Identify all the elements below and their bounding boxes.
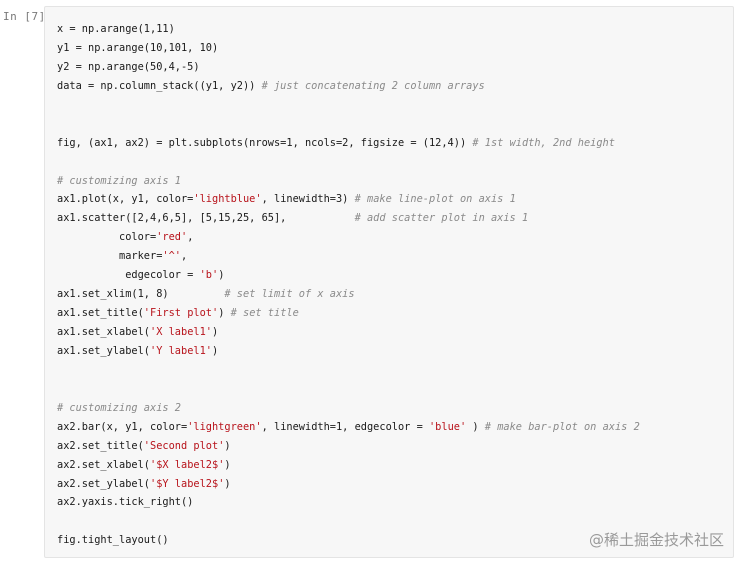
code-line: x = np.arange(1,11) xyxy=(57,20,640,39)
code-line: # customizing axis 1 xyxy=(57,172,640,191)
code-string: 'Second plot' xyxy=(143,439,225,452)
code-text: , xyxy=(181,250,188,263)
code-text: color= xyxy=(57,231,157,244)
code-text: ax1.set_ylabel( xyxy=(57,344,150,357)
code-line: y2 = np.arange(50,4,-5) xyxy=(57,58,640,77)
code-text: data = np.column_stack((y1, y2)) xyxy=(57,79,262,92)
code-text: ax2.set_ylabel( xyxy=(57,477,150,490)
code-string: '$Y label2$' xyxy=(150,477,225,490)
code-text: ax2.set_xlabel( xyxy=(57,458,150,471)
code-line: fig.tight_layout() xyxy=(57,531,640,550)
code-line xyxy=(57,361,640,380)
code-text: ) xyxy=(224,458,231,471)
code-string: 'X label1' xyxy=(150,326,212,338)
code-line: ax2.set_ylabel('$Y label2$') xyxy=(57,475,640,494)
code-text: ax1.set_xlabel( xyxy=(57,326,150,338)
code-comment: # make bar-plot on axis 2 xyxy=(484,420,640,433)
code-line: ax2.bar(x, y1, color='lightgreen', linew… xyxy=(57,418,640,437)
code-comment: # make line-plot on axis 1 xyxy=(354,193,516,206)
code-text: ) xyxy=(212,326,219,338)
code-text: ) xyxy=(218,307,231,320)
code-text: , xyxy=(187,231,194,244)
code-line xyxy=(57,153,640,172)
code-block[interactable]: x = np.arange(1,11) y1 = np.arange(10,101… xyxy=(57,20,640,550)
code-line: # customizing axis 2 xyxy=(57,399,640,418)
code-line: data = np.column_stack((y1, y2)) # just … xyxy=(57,77,640,96)
code-text: fig.tight_layout() xyxy=(57,534,169,547)
code-string: 'Y label1' xyxy=(150,344,212,357)
code-comment: # set title xyxy=(230,307,299,320)
code-text: ) xyxy=(224,439,231,452)
code-string: 'blue' xyxy=(428,420,467,433)
code-text: ax1.set_xlim(1, 8) xyxy=(57,288,225,301)
watermark: @稀土掘金技术社区 xyxy=(588,531,724,549)
code-line: ax1.set_title('First plot') # set title xyxy=(57,304,640,323)
code-text: ) xyxy=(212,344,219,357)
code-text: ax1.set_title( xyxy=(57,307,144,320)
code-text: ax1.scatter([2,4,6,5], [5,15,25, 65], xyxy=(57,212,355,225)
code-text: ) xyxy=(466,420,485,433)
code-line: fig, (ax1, ax2) = plt.subplots(nrows=1, … xyxy=(57,134,640,153)
code-text: y2 = np.arange(50,4,-5) xyxy=(57,60,200,73)
code-text: , linewidth=3) xyxy=(261,193,355,206)
code-string: 'red' xyxy=(156,231,188,244)
code-text: y1 = np.arange(10,101, 10) xyxy=(57,41,219,54)
code-text: edgecolor = xyxy=(57,269,200,282)
code-line: ax2.yaxis.tick_right() xyxy=(57,493,640,512)
code-string: 'b' xyxy=(199,269,219,282)
code-line: color='red', xyxy=(57,228,640,247)
code-text: ax2.yaxis.tick_right() xyxy=(57,496,194,509)
code-line xyxy=(57,512,640,531)
code-line xyxy=(57,115,640,134)
code-comment: # customizing axis 1 xyxy=(57,174,181,187)
code-text: , linewidth=1, edgecolor = xyxy=(261,420,429,433)
code-comment: # just concatenating 2 column arrays xyxy=(261,79,485,92)
code-line xyxy=(57,380,640,399)
code-comment: # add scatter plot in axis 1 xyxy=(354,212,529,225)
code-string: 'lightblue' xyxy=(193,193,262,206)
code-string: 'lightgreen' xyxy=(187,420,262,433)
code-comment: # set limit of x axis xyxy=(224,288,355,301)
input-prompt: In [7]: xyxy=(3,10,53,23)
code-line: ax2.set_xlabel('$X label2$') xyxy=(57,456,640,475)
code-string: 'First plot' xyxy=(143,307,219,320)
code-line: y1 = np.arange(10,101, 10) xyxy=(57,39,640,58)
code-string: '^' xyxy=(162,250,181,263)
code-line: ax1.set_ylabel('Y label1') xyxy=(57,342,640,361)
code-text: x = np.arange(1,11) xyxy=(57,23,175,35)
code-text: ax2.bar(x, y1, color= xyxy=(57,420,188,433)
code-line: marker='^', xyxy=(57,247,640,266)
code-text: ax2.set_title( xyxy=(57,439,144,452)
code-line: ax2.set_title('Second plot') xyxy=(57,437,640,456)
code-text: ax1.plot(x, y1, color= xyxy=(57,193,194,206)
code-string: '$X label2$' xyxy=(150,458,225,471)
code-line: edgecolor = 'b') xyxy=(57,266,640,285)
code-text: marker= xyxy=(57,250,163,263)
code-text: fig, (ax1, ax2) = plt.subplots(nrows=1, … xyxy=(57,136,473,149)
code-line: ax1.scatter([2,4,6,5], [5,15,25, 65], # … xyxy=(57,209,640,228)
code-line: ax1.set_xlim(1, 8) # set limit of x axis xyxy=(57,285,640,304)
code-text: ) xyxy=(218,269,225,282)
code-line xyxy=(57,96,640,115)
code-comment: # customizing axis 2 xyxy=(57,401,181,414)
code-text: ) xyxy=(224,477,231,490)
code-comment: # 1st width, 2nd height xyxy=(472,136,615,149)
code-line: ax1.set_xlabel('X label1') xyxy=(57,323,640,342)
code-line: ax1.plot(x, y1, color='lightblue', linew… xyxy=(57,190,640,209)
code-input-area[interactable] xyxy=(44,6,734,558)
